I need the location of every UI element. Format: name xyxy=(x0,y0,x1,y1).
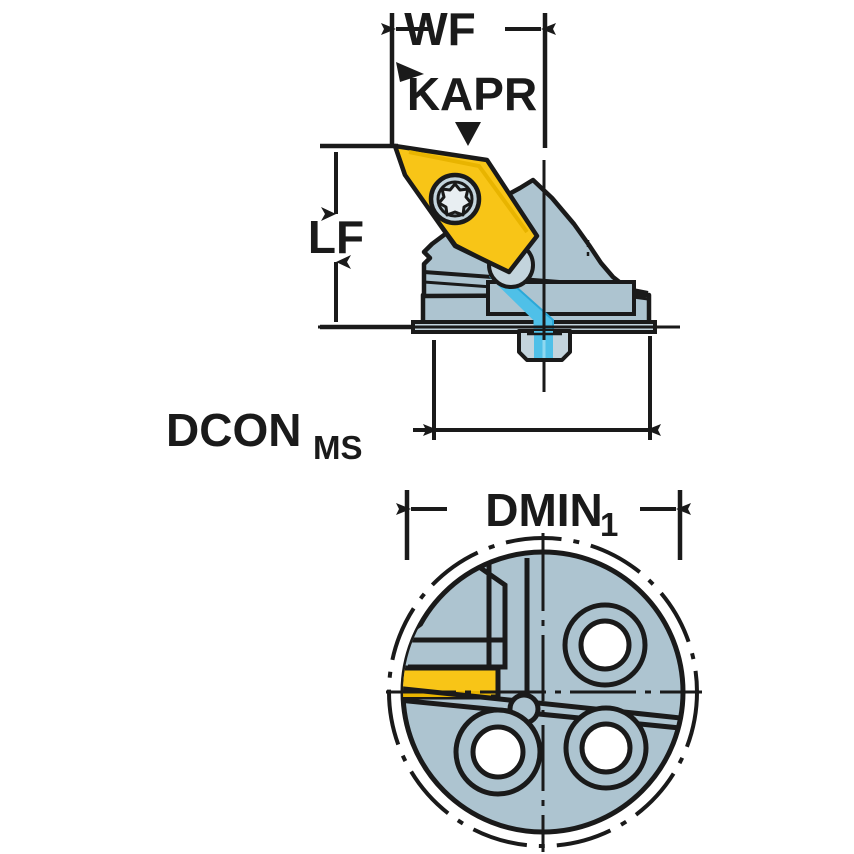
screw-hole-lower-right xyxy=(563,705,649,791)
end-view-group: DMIN 1 xyxy=(386,484,702,852)
label-dmin: DMIN xyxy=(485,484,603,536)
dimension-dmin: DMIN 1 xyxy=(396,484,691,560)
label-dmin-subscript: 1 xyxy=(600,506,618,543)
dimension-wf: WF xyxy=(381,3,556,148)
cutting-insert xyxy=(392,143,540,275)
end-view-details xyxy=(403,552,683,832)
dimension-kapr: KAPR xyxy=(396,62,537,146)
torx-clamp-screw xyxy=(428,172,482,226)
label-lf: LF xyxy=(308,211,364,263)
label-dcon-subscript: MS xyxy=(313,429,363,466)
side-view-group: WF KAPR LF xyxy=(166,3,680,466)
screw-hole-upper-right xyxy=(562,602,648,688)
dimension-dcon: DCON MS xyxy=(166,336,661,466)
label-dcon: DCON xyxy=(166,404,301,456)
label-kapr: KAPR xyxy=(407,68,537,120)
screw-hole-lower-left xyxy=(453,707,543,797)
label-wf: WF xyxy=(404,3,476,55)
